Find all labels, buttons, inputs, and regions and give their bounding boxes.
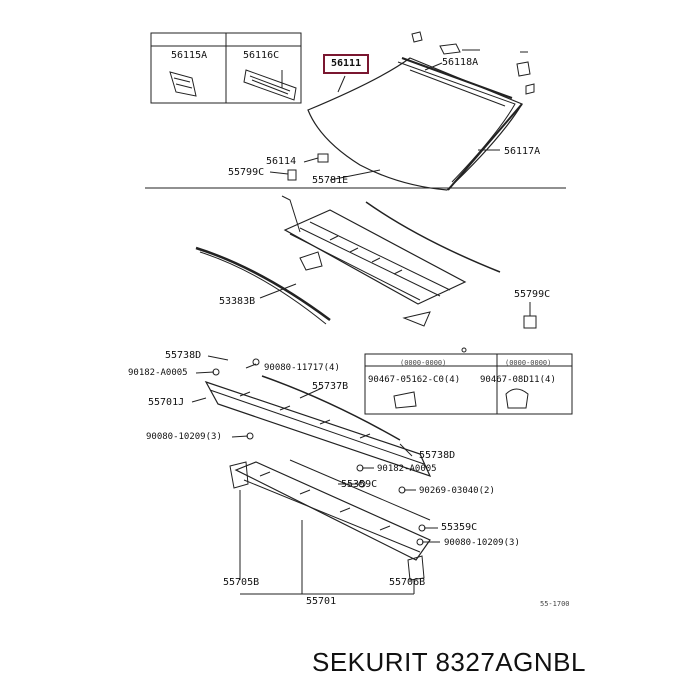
clip-table-col2-header: (0000-0000) — [505, 359, 552, 367]
highlighted-part-56111[interactable]: 56111 — [323, 54, 369, 74]
product-caption: SEKURIT 8327AGNBL — [312, 647, 586, 677]
part-label-56114: 56114 — [266, 156, 297, 167]
part-label-90182-a0005-left: 90182-A0005 — [128, 368, 188, 378]
cowl-panel-55701j — [204, 380, 432, 478]
part-label-90269-03040: 90269-03040(2) — [419, 486, 495, 496]
part-label-55706b: 55706B — [389, 577, 426, 588]
figure-code: 55-1700 — [540, 600, 570, 608]
bracket-55706b — [407, 555, 425, 581]
part-label-56117a: 56117A — [504, 146, 541, 157]
part-label-55738d-top: 55738D — [165, 350, 202, 361]
part-label-90182-a0005-right: 90182-A0005 — [377, 464, 437, 474]
part-label-55799c-top: 55799C — [228, 167, 265, 178]
clip-56115a-drawing — [169, 71, 197, 97]
cowl-panel-55701 — [234, 461, 431, 561]
part-label-55737b: 55737B — [312, 381, 349, 392]
part-label-55701: 55701 — [306, 596, 337, 607]
clip-table-col2-part: 90467-08D11(4) — [480, 375, 556, 385]
clip-table-col1-part: 90467-05162-C0(4) — [368, 375, 461, 385]
part-label-55738d-right: 55738D — [419, 450, 456, 461]
part-label-56118a: 56118A — [442, 57, 479, 68]
part-label-55359c-mid: 55359C — [341, 479, 378, 490]
part-label-90080-10209-right: 90080-10209(3) — [444, 538, 520, 548]
part-label-90080-11717: 90080-11717(4) — [264, 363, 340, 373]
part-label-55781e: 55781E — [312, 175, 349, 186]
molding-56116c-drawing — [243, 69, 297, 101]
part-label-53383b: 53383B — [219, 296, 256, 307]
seal-53383b — [195, 246, 331, 322]
part-label-55799c-right: 55799C — [514, 289, 551, 300]
clip-table — [364, 353, 573, 415]
part-label-56116c: 56116C — [243, 50, 280, 61]
part-label-56111: 56111 — [331, 58, 362, 69]
windshield-glass — [307, 57, 523, 191]
bracket-55705b — [229, 461, 249, 489]
part-label-56115a: 56115A — [171, 50, 208, 61]
part-label-55705b: 55705B — [223, 577, 260, 588]
part-label-55359c-low: 55359C — [441, 522, 478, 533]
cowl-top-ventilator-panel — [283, 209, 467, 305]
part-label-90080-10209-left: 90080-10209(3) — [146, 432, 222, 442]
clip-table-col1-header: (0000-0000) — [400, 359, 447, 367]
part-label-55701j: 55701J — [148, 397, 185, 408]
